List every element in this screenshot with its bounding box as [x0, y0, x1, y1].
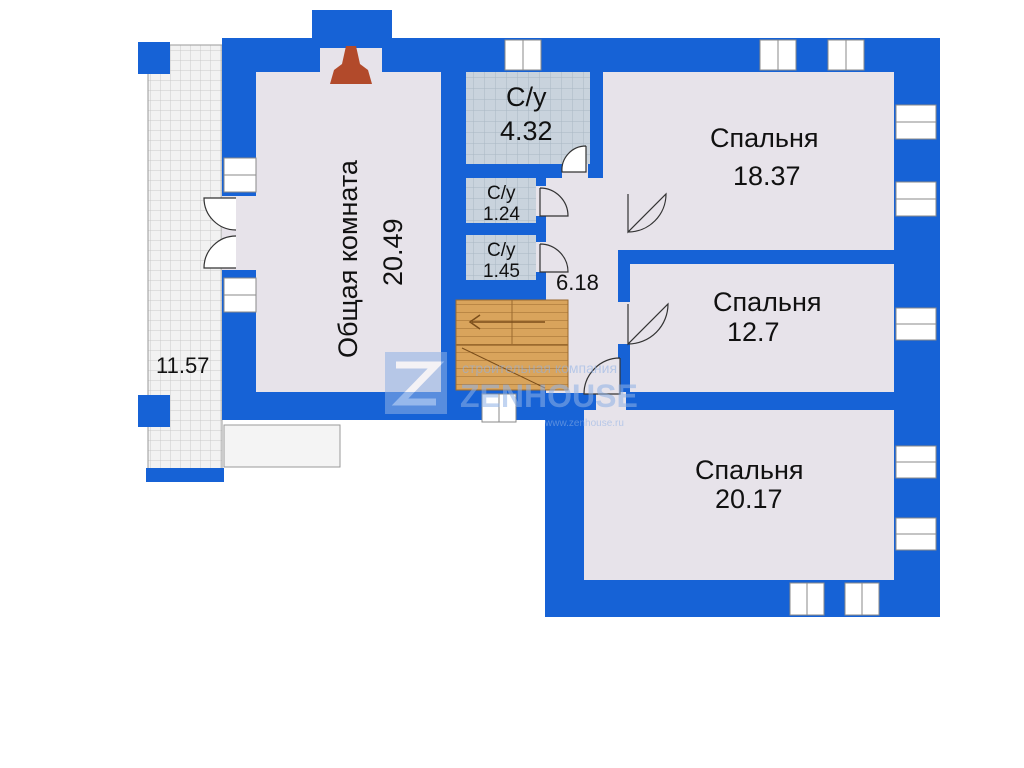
bathroom-small-1-floor: [466, 178, 536, 223]
staircase: [455, 299, 569, 391]
common-room-area: 20.49: [378, 218, 408, 286]
room-labels: Общая комната 20.49 С/у 4.32 С/у 1.24 С/…: [156, 82, 822, 514]
bedroom-1-name: Спальня: [710, 123, 819, 153]
bathroom-large-area: 4.32: [500, 116, 553, 146]
bathroom-large-door: [561, 145, 588, 178]
bathroom-small-2-name: С/у: [487, 240, 516, 261]
terrace-area: 11.57: [156, 353, 209, 378]
watermark-url: www.zenhouse.ru: [544, 418, 624, 429]
common-room-name: Общая комната: [333, 159, 363, 358]
bathroom-small-1-door: [536, 186, 569, 217]
fireplace: [320, 46, 382, 84]
terrace-post-bottom: [138, 395, 170, 427]
watermark-brand: ZENHOUSE: [460, 378, 638, 414]
bathroom-small-2-door: [536, 242, 569, 273]
terrace-door: [203, 196, 258, 270]
watermark: строительная компания ZENHOUSE www.zenho…: [385, 352, 638, 429]
bedroom-2-floor: [630, 264, 894, 392]
common-room-floor: [256, 72, 441, 392]
bedroom-1-area: 18.37: [733, 161, 801, 191]
bathroom-small-2-floor: [466, 235, 536, 280]
windows: [223, 39, 937, 616]
bathroom-small-2-area: 1.45: [483, 261, 520, 282]
terrace-edge: [146, 468, 224, 482]
watermark-tagline: строительная компания: [462, 360, 617, 376]
bedroom-1-door: [618, 192, 667, 234]
terrace-post-top: [138, 42, 170, 74]
bathroom-small-1-area: 1.24: [483, 204, 520, 225]
bathroom-large-name: С/у: [506, 82, 547, 112]
bedroom-3-door: [583, 357, 626, 410]
bedroom-2-name: Спальня: [713, 287, 822, 317]
bedroom-3-area: 20.17: [715, 484, 783, 514]
hall-area: 6.18: [556, 270, 599, 295]
bedroom-2-door: [618, 302, 669, 346]
room-floors: [256, 72, 894, 580]
entrance-steps: [223, 424, 341, 468]
bedroom-3-floor: [584, 410, 894, 580]
bathroom-large-floor: [466, 72, 590, 164]
bedroom-3-name: Спальня: [695, 455, 804, 485]
bedroom-2-area: 12.7: [727, 317, 780, 347]
bathroom-small-1-name: С/у: [487, 183, 516, 204]
doors: [203, 145, 669, 410]
stair-arrow-icon: [468, 314, 545, 330]
